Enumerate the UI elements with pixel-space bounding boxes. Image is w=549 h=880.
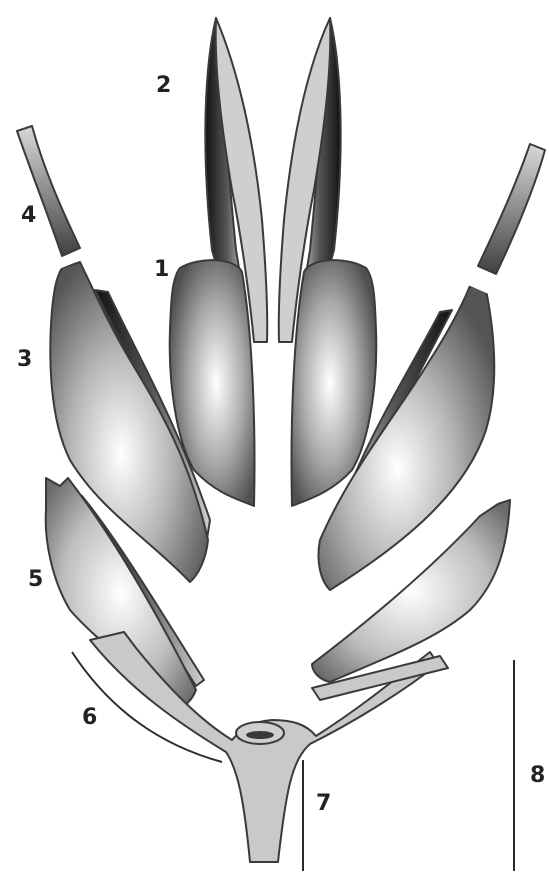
label-1: 1 [154,257,169,282]
rachis-base [90,632,448,862]
label-3: 3 [17,347,32,372]
label-7: 7 [316,791,331,816]
awn-right [478,144,545,274]
label-8: 8 [530,763,545,788]
glumes [50,262,494,590]
central-organs [170,260,377,506]
label-6: 6 [82,705,97,730]
rachis-branched-base [90,632,438,862]
label-2: 2 [156,73,171,98]
rachis-node-pit [246,731,274,739]
label-5: 5 [28,567,43,592]
awn-left [17,126,80,256]
label-4: 4 [21,203,36,228]
